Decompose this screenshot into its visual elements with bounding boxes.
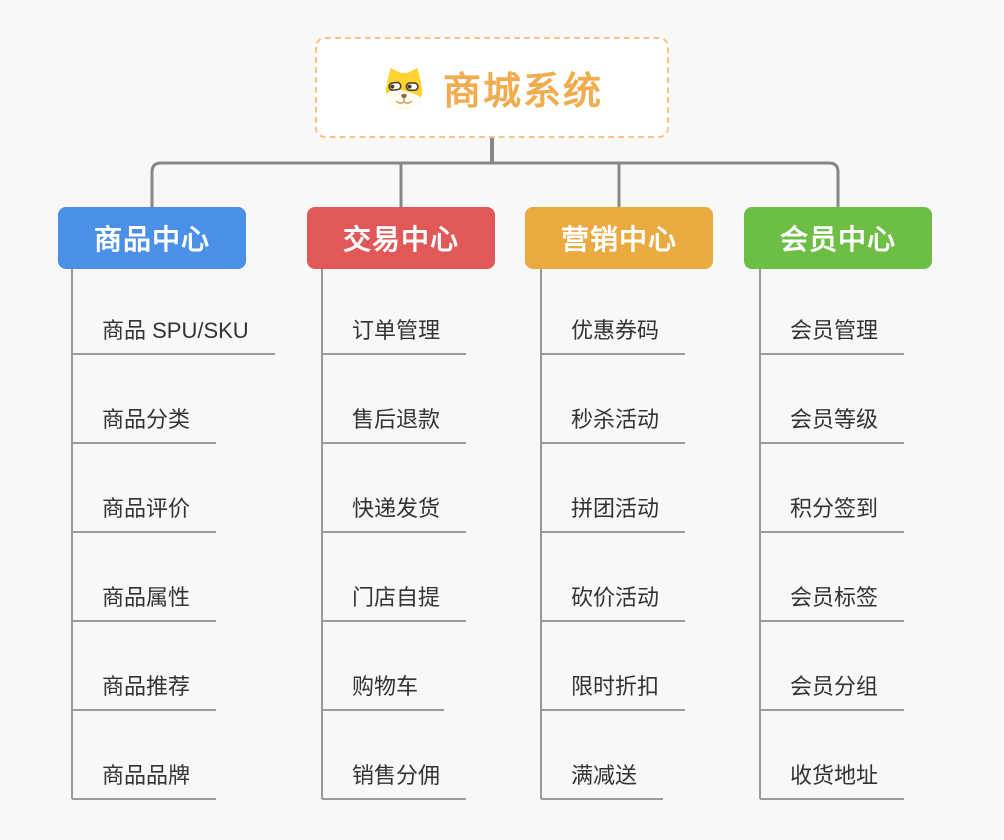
branch-label: 交易中心 [342, 224, 459, 255]
branch-node-marketing-center[interactable]: 营销中心 [525, 207, 713, 269]
leaf-node[interactable]: 拼团活动 [541, 487, 686, 533]
leaf-node[interactable]: 商品 SPU/SKU [72, 309, 275, 355]
leaf-node[interactable]: 购物车 [322, 665, 445, 711]
branch-label: 营销中心 [560, 224, 677, 255]
leaf-node[interactable]: 满减送 [541, 754, 664, 800]
leaf-node[interactable]: 收货地址 [760, 754, 905, 800]
root-node[interactable]: 商城系统 [315, 37, 669, 138]
leaf-node[interactable]: 订单管理 [322, 309, 467, 355]
root-title: 商城系统 [442, 71, 603, 113]
shiba-dog-icon [385, 67, 423, 109]
leaf-node[interactable]: 优惠券码 [541, 309, 686, 355]
leaf-node[interactable]: 限时折扣 [541, 665, 686, 711]
leaf-node[interactable]: 快递发货 [322, 487, 467, 533]
leaf-node[interactable]: 门店自提 [322, 576, 467, 622]
branch-node-trade-center[interactable]: 交易中心 [307, 207, 495, 269]
leaf-node[interactable]: 会员等级 [760, 398, 905, 444]
leaf-node[interactable]: 商品评价 [72, 487, 217, 533]
leaf-node[interactable]: 商品品牌 [72, 754, 217, 800]
branch-rail-connector [150, 161, 840, 207]
branch-node-member-center[interactable]: 会员中心 [744, 207, 932, 269]
branch-node-product-center[interactable]: 商品中心 [58, 207, 246, 269]
leaf-node[interactable]: 销售分佣 [322, 754, 467, 800]
leaf-node[interactable]: 积分签到 [760, 487, 905, 533]
leaf-node[interactable]: 会员标签 [760, 576, 905, 622]
leaf-node[interactable]: 秒杀活动 [541, 398, 686, 444]
leaf-node[interactable]: 会员分组 [760, 665, 905, 711]
leaf-node[interactable]: 商品分类 [72, 398, 217, 444]
leaf-node[interactable]: 会员管理 [760, 309, 905, 355]
branch-label: 商品中心 [93, 224, 210, 255]
branch-label: 会员中心 [779, 224, 896, 255]
leaf-node[interactable]: 商品推荐 [72, 665, 217, 711]
leaf-node[interactable]: 砍价活动 [541, 576, 686, 622]
leaf-node[interactable]: 商品属性 [72, 576, 217, 622]
leaf-node[interactable]: 售后退款 [322, 398, 467, 444]
